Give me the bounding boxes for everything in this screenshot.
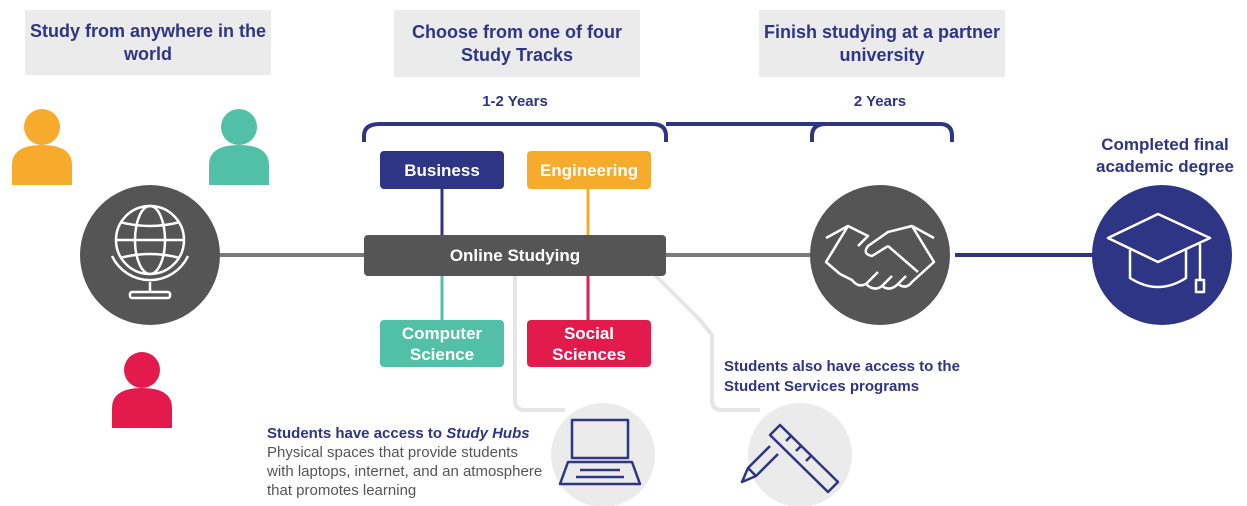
person-icon-teal <box>209 109 269 185</box>
graduation-circle <box>1092 185 1232 325</box>
pencil-ruler-icon <box>740 423 840 494</box>
header-tracks: Choose from one of four Study Tracks <box>394 10 640 77</box>
tools-circle <box>748 403 852 506</box>
student-services-text: Students also have access to the Student… <box>724 358 960 395</box>
handshake-circle <box>810 185 950 325</box>
brace-partner-left <box>810 122 827 142</box>
track-social-sciences: Social Sciences <box>527 320 651 367</box>
laptop-circle <box>551 403 655 506</box>
person-icon-orange <box>12 109 72 185</box>
track-computer-science: Computer Science <box>380 320 504 367</box>
degree-label: Completed final academic degree <box>1096 135 1234 176</box>
graduation-cap-icon <box>1106 212 1212 294</box>
brace-partner-top <box>666 122 954 142</box>
person-icon-red <box>112 352 172 428</box>
laptop-icon <box>558 418 642 486</box>
connector-hubs <box>513 275 565 412</box>
study-hubs-description: Physical spaces that provide students wi… <box>267 444 543 499</box>
track-engineering: Engineering <box>527 151 651 189</box>
study-hubs-text: Students have access to Study Hubs Physi… <box>267 424 547 500</box>
connector-services <box>653 273 760 412</box>
online-studying-bar: Online Studying <box>364 235 666 276</box>
header-anywhere: Study from anywhere in the world <box>25 10 271 75</box>
duration-tracks: 1-2 Years <box>482 93 548 110</box>
globe-icon <box>110 204 190 300</box>
header-partner: Finish studying at a partner university <box>759 10 1005 77</box>
track-business: Business <box>380 151 504 189</box>
handshake-icon <box>824 224 936 290</box>
brace-tracks <box>362 122 668 142</box>
duration-partner: 2 Years <box>853 93 907 110</box>
study-hubs-title: Students have access to Study Hubs <box>267 425 530 442</box>
